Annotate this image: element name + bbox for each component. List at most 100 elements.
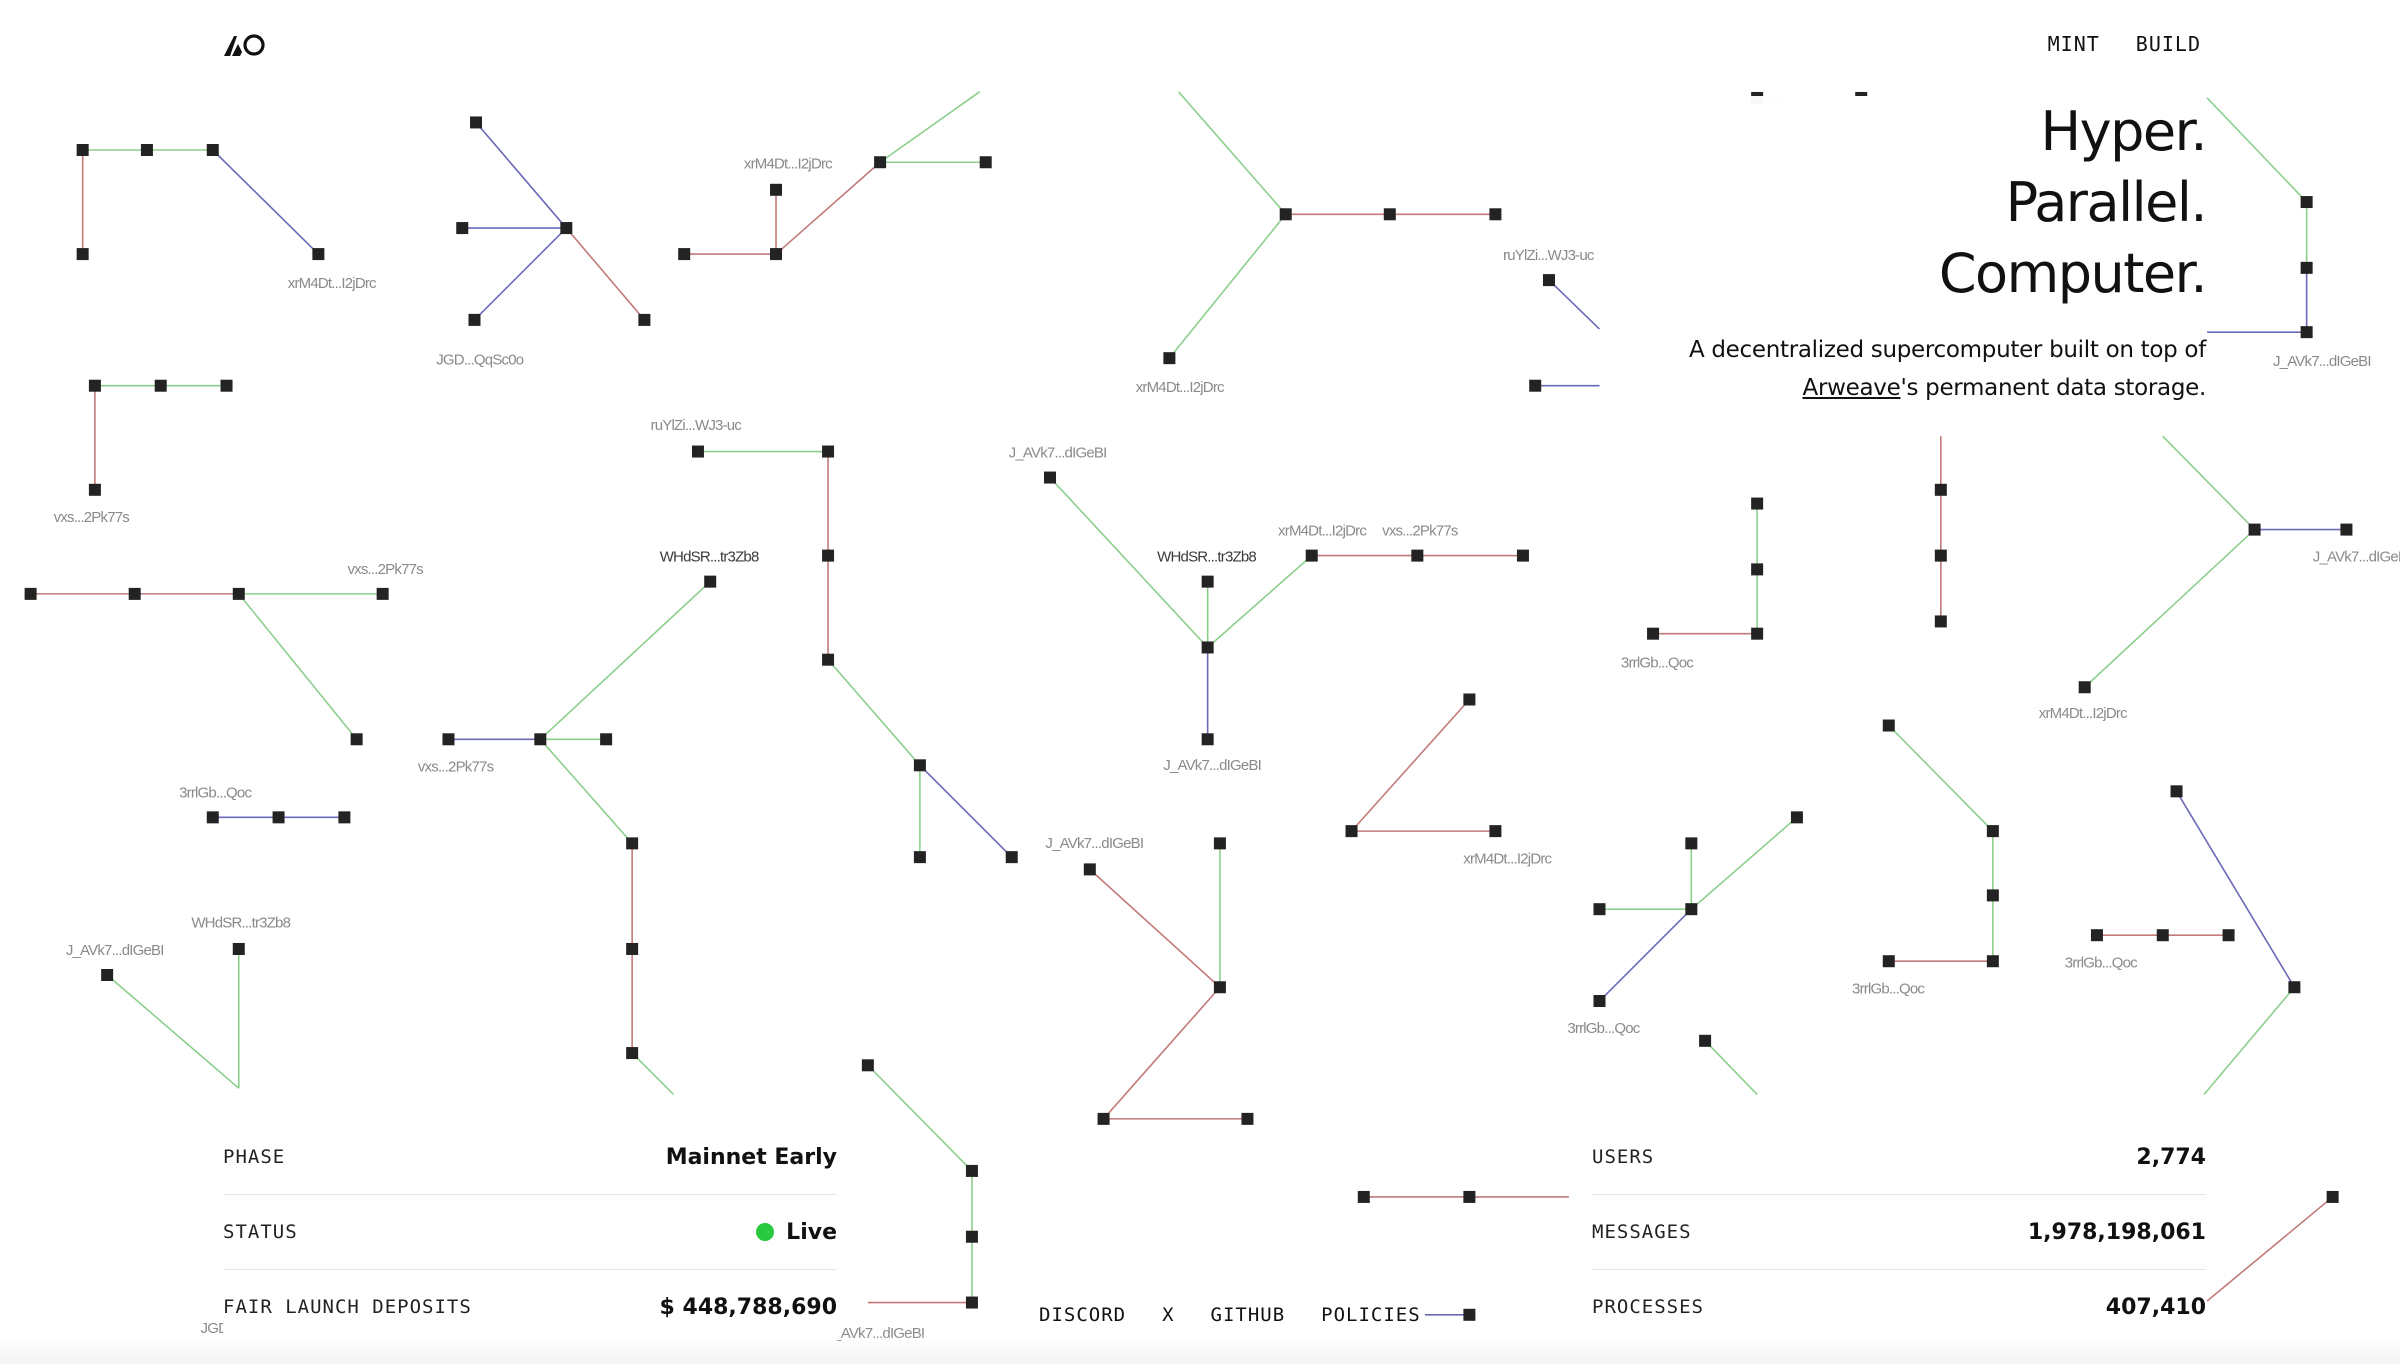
graph-node xyxy=(232,942,245,955)
graph-node xyxy=(1201,641,1214,654)
graph-node xyxy=(770,183,783,196)
graph-node-label: 3rrlGb...Qoc xyxy=(1852,980,1925,997)
graph-node xyxy=(468,313,481,326)
graph-node xyxy=(626,1047,639,1060)
graph-node xyxy=(1593,995,1606,1008)
graph-node xyxy=(2222,929,2235,942)
status-text: Live xyxy=(786,1219,837,1245)
graph-node-label: WHdSR...tr3Zb8 xyxy=(660,549,759,566)
hero-description-start: A decentralized supercomputer built on t… xyxy=(1688,337,2206,363)
graph-node xyxy=(1882,955,1895,968)
nav-build-link[interactable]: BUILD xyxy=(2135,32,2201,56)
graph-node-label: WHdSR...tr3Zb8 xyxy=(1157,549,1256,566)
graph-edge xyxy=(539,581,711,740)
graph-node xyxy=(1097,1112,1110,1125)
graph-edge xyxy=(879,91,981,163)
graph-node-label: xrM4Dt...I2jDrc xyxy=(1463,850,1552,867)
graph-node xyxy=(88,483,101,496)
graph-node xyxy=(206,144,219,156)
graph-node-label: xrM4Dt...I2jDrc xyxy=(2039,705,2128,722)
hero: Hyper. Parallel. Computer. A decentraliz… xyxy=(1646,96,2208,407)
graph-node xyxy=(1213,981,1226,994)
ao-logo-icon[interactable] xyxy=(222,30,266,58)
graph-edge xyxy=(539,738,633,844)
graph-node xyxy=(128,587,141,600)
discord-link[interactable]: DISCORD xyxy=(1039,1304,1127,1326)
graph-edge xyxy=(631,1052,675,1095)
graph-node xyxy=(154,379,167,392)
stat-value-status: Live xyxy=(756,1220,837,1245)
graph-edge xyxy=(473,227,567,321)
graph-node xyxy=(1463,1308,1476,1321)
graph-node xyxy=(1516,549,1529,562)
graph-edge xyxy=(1177,91,1287,215)
graph-node xyxy=(1279,208,1292,221)
graph-node xyxy=(770,248,783,261)
graph-node xyxy=(1751,627,1764,640)
graph-node xyxy=(2340,523,2353,536)
graph-edge xyxy=(106,974,240,1089)
graph-node xyxy=(874,156,887,169)
stat-row-deposits: FAIR LAUNCH DEPOSITS $ 448,788,690 xyxy=(223,1270,837,1344)
graph-node xyxy=(965,1296,978,1309)
graph-node xyxy=(1685,837,1698,850)
headline-line-3: Computer. xyxy=(1938,242,2208,305)
graph-node-label: J_AVk7...dIGeBI xyxy=(2273,353,2371,370)
stat-label: MESSAGES xyxy=(1592,1221,1692,1243)
graph-node xyxy=(979,156,992,169)
graph-node xyxy=(678,248,691,261)
graph-node-label: J_AVk7...dIGeBI xyxy=(1009,445,1107,462)
stat-value: 407,410 xyxy=(2105,1294,2206,1320)
nav-mint-link[interactable]: MINT xyxy=(2047,32,2100,56)
graph-node xyxy=(101,969,114,981)
graph-node xyxy=(1529,379,1542,392)
graph-node xyxy=(913,759,926,772)
graph-node-label: WHdSR...tr3Zb8 xyxy=(191,915,290,932)
graph-node xyxy=(220,379,233,392)
graph-node xyxy=(76,248,89,261)
graph-node-label: 3rrlGb...Qoc xyxy=(1621,654,1694,671)
graph-node xyxy=(1044,471,1056,484)
stat-value: Mainnet Early xyxy=(665,1144,837,1170)
graph-node xyxy=(442,733,455,746)
hero-description-end: 's permanent data storage. xyxy=(1900,375,2206,401)
graph-node xyxy=(822,445,835,458)
graph-node-label: xrM4Dt...I2jDrc xyxy=(1136,379,1225,396)
graph-node-label: 3rrlGb...Qoc xyxy=(1567,1020,1640,1037)
graph-node xyxy=(1986,825,1999,838)
graph-node xyxy=(2300,196,2313,209)
graph-edge xyxy=(1598,908,1692,1002)
graph-node xyxy=(2326,1190,2339,1203)
graph-edge xyxy=(2175,790,2296,988)
graph-node-label: vxs...2Pk77s xyxy=(347,561,423,578)
graph-node-label: JGD xyxy=(201,1320,230,1337)
graph-node xyxy=(1005,851,1018,864)
graph-edge xyxy=(775,161,881,255)
headline-line-2: Parallel. xyxy=(2005,171,2208,234)
graph-node xyxy=(1699,1034,1712,1047)
graph-node xyxy=(1463,693,1476,706)
stat-label: FAIR LAUNCH DEPOSITS xyxy=(223,1296,472,1318)
graph-edge xyxy=(867,1064,973,1172)
arweave-link[interactable]: Arweave xyxy=(1802,375,1901,401)
graph-node-label: xrM4Dt...I2jDrc xyxy=(744,155,833,172)
policies-link[interactable]: POLICIES xyxy=(1321,1304,1421,1326)
x-link[interactable]: X xyxy=(1162,1304,1175,1326)
graph-node xyxy=(913,851,926,864)
graph-node xyxy=(1542,274,1555,287)
graph-node xyxy=(1489,825,1502,838)
graph-node-label: JGD...QqSc0o xyxy=(436,351,524,368)
graph-edge xyxy=(2206,97,2308,203)
network-stats-left: PHASE Mainnet Early STATUS Live FAIR LAU… xyxy=(223,1120,837,1344)
graph-node xyxy=(1934,549,1947,562)
graph-node xyxy=(470,116,483,129)
graph-edge xyxy=(1168,213,1287,359)
github-link[interactable]: GITHUB xyxy=(1210,1304,1286,1326)
top-nav: MINT BUILD xyxy=(2041,30,2207,58)
graph-node xyxy=(2078,681,2091,694)
graph-node xyxy=(88,379,101,392)
stat-row-status: STATUS Live xyxy=(223,1195,837,1270)
graph-node-label: vxs...2Pk77s xyxy=(54,509,130,526)
graph-node xyxy=(2248,523,2261,536)
